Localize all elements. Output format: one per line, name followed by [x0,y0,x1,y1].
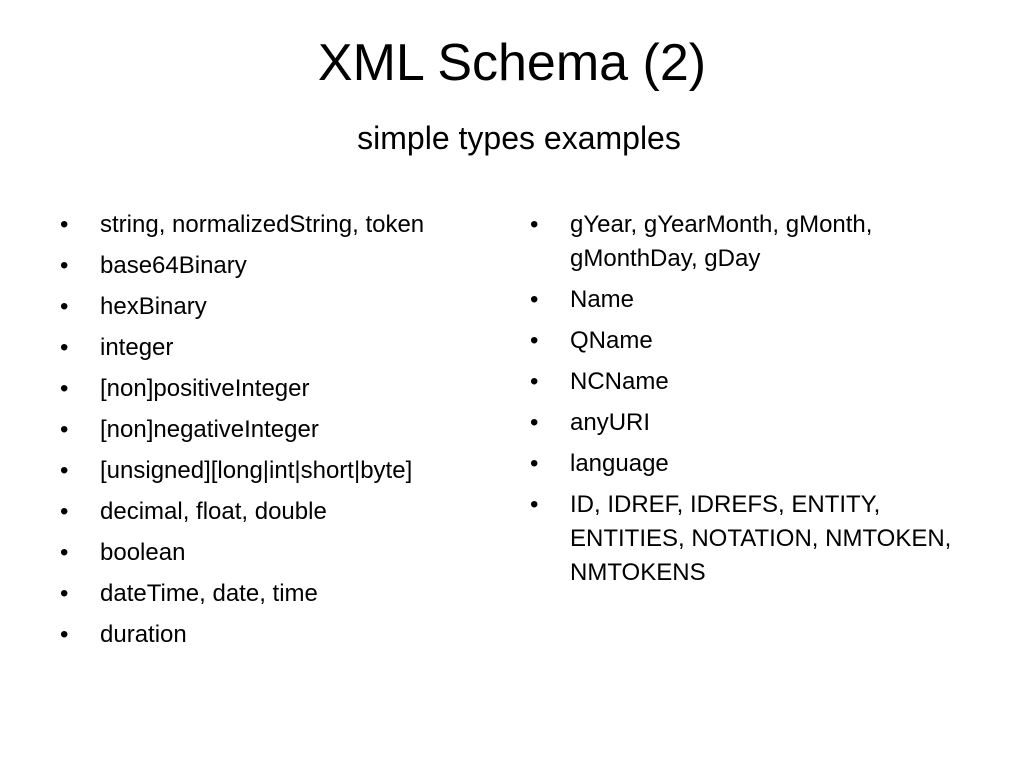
list-item: • QName [530,324,970,358]
bullet-icon: • [530,286,539,313]
bullet-icon: • [60,293,69,320]
list-item-text: [non]positiveInteger [100,375,310,402]
right-bullet-list: • gYear, gYearMonth, gMonth, gMonthDay, g… [530,208,970,597]
list-item: • hexBinary [60,290,500,324]
list-item: • gYear, gYearMonth, gMonth, gMonthDay, g… [530,208,970,276]
list-item: • string, normalizedString, token [60,208,500,242]
bullet-icon: • [530,211,539,238]
list-item-text: string, normalizedString, token [100,211,425,238]
bullet-icon: • [530,409,539,436]
bullet-icon: • [60,621,69,648]
list-item-text: [unsigned][long|int|short|byte] [100,457,413,484]
list-item-text: dateTime, date, time [100,580,318,607]
list-item-text: [non]negativeInteger [100,416,319,443]
bullet-icon: • [60,252,69,279]
list-item: • [unsigned][long|int|short|byte] [60,454,500,488]
list-item: • [non]positiveInteger [60,372,500,406]
list-item-text: NCName [570,368,669,395]
bullet-icon: • [530,327,539,354]
list-item-text: boolean [100,539,186,566]
slide-title: XML Schema (2) [317,34,707,92]
list-item-text: hexBinary [100,293,207,320]
list-item-text: QName [570,327,653,354]
bullet-icon: • [530,491,539,518]
list-item: • base64Binary [60,249,500,283]
left-bullet-list: • string, normalizedString, token • base64… [60,208,500,659]
list-item-text: gYear, gYearMonth, gMonth, gMonthDay, gD… [570,211,873,272]
slide-subtitle: simple types examples [357,120,681,156]
list-item-text: decimal, float, double [100,498,327,525]
list-item: • dateTime, date, time [60,577,500,611]
bullet-icon: • [60,375,69,402]
list-item-text: base64Binary [100,252,247,279]
bullet-icon: • [530,450,539,477]
list-item: • NCName [530,365,970,399]
bullet-icon: • [60,498,69,525]
list-item-text: ID, IDREF, IDREFS, ENTITY, ENTITIES, NOT… [570,491,952,586]
bullet-icon: • [60,211,69,238]
bullet-icon: • [60,539,69,566]
list-item-text: integer [100,334,174,361]
bullet-icon: • [60,416,69,443]
list-item: • decimal, float, double [60,495,500,529]
bullet-icon: • [60,580,69,607]
list-item: • language [530,447,970,481]
list-item-text: Name [570,286,635,313]
list-item: • [non]negativeInteger [60,413,500,447]
bullet-icon: • [60,457,69,484]
list-item-text: anyURI [570,409,651,436]
bullet-icon: • [60,334,69,361]
list-item: • Name [530,283,970,317]
list-item: • anyURI [530,406,970,440]
list-item: • integer [60,331,500,365]
list-item: • boolean [60,536,500,570]
list-item: • duration [60,618,500,652]
list-item-text: duration [100,621,187,648]
list-item-text: language [570,450,669,477]
list-item: • ID, IDREF, IDREFS, ENTITY, ENTITIES, NO… [530,488,970,590]
bullet-icon: • [530,368,539,395]
